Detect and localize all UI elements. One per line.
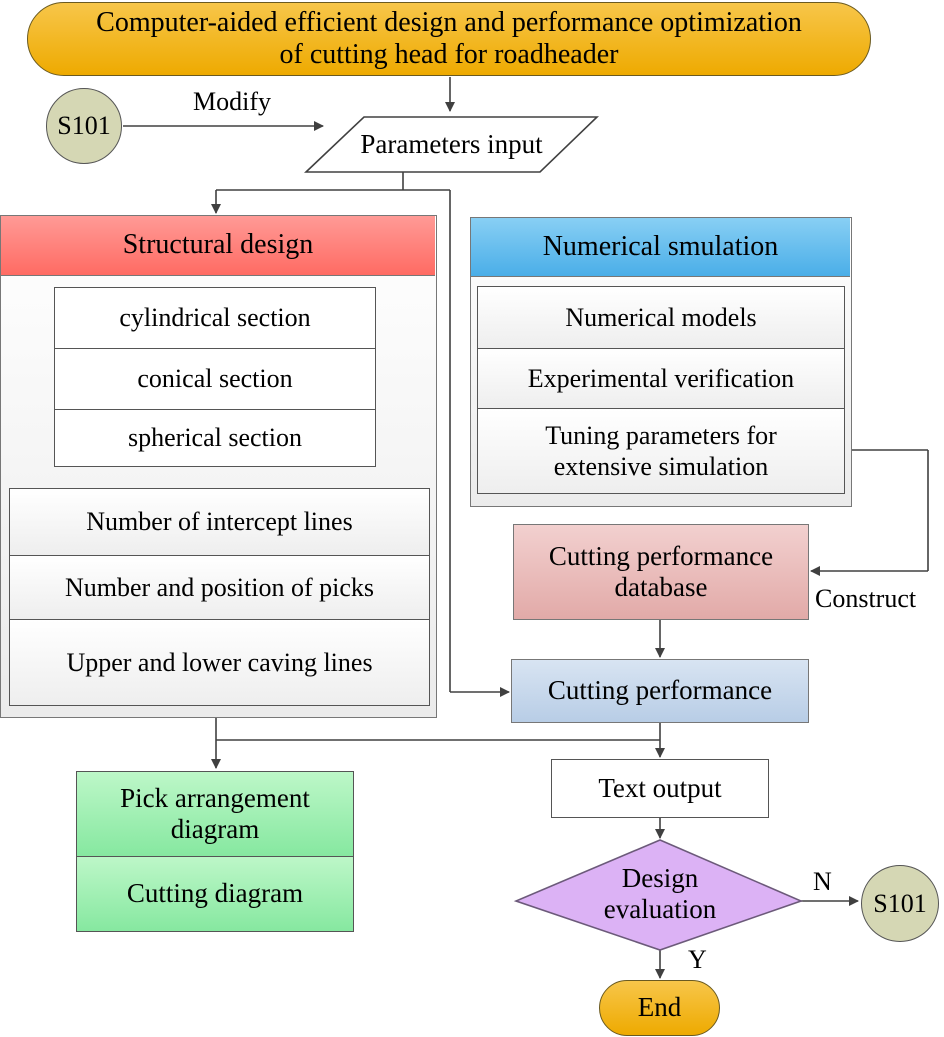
s101-start-node: S101 bbox=[46, 88, 122, 164]
picks-position-label: Number and position of picks bbox=[64, 572, 375, 602]
conical-section-label: conical section bbox=[137, 364, 293, 394]
structural-design-title: Structural design bbox=[122, 229, 314, 261]
title-terminal: Computer-aided efficient design and perf… bbox=[27, 2, 871, 76]
cutting-performance-database-node: Cutting performance database bbox=[513, 524, 809, 620]
text-output-label: Text output bbox=[598, 772, 722, 803]
experimental-verification-label: Experimental verification bbox=[527, 363, 795, 393]
picks-position-box: Number and position of picks bbox=[9, 555, 430, 620]
cutting-diagram-label: Cutting diagram bbox=[126, 878, 304, 909]
numerical-simulation-panel: Numerical smulation Numerical models Exp… bbox=[470, 217, 852, 507]
end-label: End bbox=[637, 992, 682, 1023]
experimental-verification-box: Experimental verification bbox=[477, 348, 845, 409]
pick-arrangement-diagram-label: Pick arrangement diagram bbox=[120, 782, 310, 844]
pick-arrangement-diagram-node: Pick arrangement diagram bbox=[76, 771, 354, 857]
construct-label: Construct bbox=[815, 584, 917, 613]
s101-end-node: S101 bbox=[861, 865, 939, 942]
no-label: N bbox=[813, 867, 832, 896]
design-evaluation-label: Design evaluation bbox=[603, 862, 717, 924]
spherical-section-box: spherical section bbox=[54, 409, 376, 467]
cutting-performance-database-label: Cutting performance database bbox=[548, 540, 774, 602]
s101-start-label: S101 bbox=[57, 111, 111, 141]
cutting-diagram-node: Cutting diagram bbox=[76, 856, 354, 932]
text-output-node: Text output bbox=[551, 759, 769, 818]
parameters-input-shape bbox=[303, 116, 599, 173]
end-terminal: End bbox=[599, 980, 720, 1036]
yes-label: Y bbox=[688, 945, 707, 974]
parameters-input-node: Parameters input bbox=[306, 117, 597, 172]
title-text: Computer-aided efficient design and perf… bbox=[96, 6, 802, 70]
conical-section-box: conical section bbox=[54, 348, 376, 410]
caving-lines-label: Upper and lower caving lines bbox=[66, 647, 373, 677]
caving-lines-box: Upper and lower caving lines bbox=[9, 619, 430, 706]
intercept-lines-box: Number of intercept lines bbox=[9, 488, 430, 556]
structural-design-panel: Structural design cylindrical section co… bbox=[0, 215, 437, 718]
design-evaluation-node: Design evaluation bbox=[580, 852, 740, 936]
parameters-input-label: Parameters input bbox=[360, 128, 543, 159]
tuning-parameters-box: Tuning parameters for extensive simulati… bbox=[477, 408, 845, 494]
structural-design-header: Structural design bbox=[1, 216, 435, 276]
modify-label: Modify bbox=[193, 87, 271, 116]
design-evaluation-shape bbox=[513, 839, 804, 951]
numerical-models-box: Numerical models bbox=[477, 286, 845, 349]
cutting-performance-node: Cutting performance bbox=[511, 659, 809, 723]
cylindrical-section-label: cylindrical section bbox=[119, 303, 311, 333]
spherical-section-label: spherical section bbox=[128, 423, 302, 453]
s101-end-label: S101 bbox=[873, 888, 927, 918]
cutting-performance-label: Cutting performance bbox=[547, 675, 773, 706]
numerical-models-label: Numerical models bbox=[565, 302, 757, 332]
numerical-simulation-header: Numerical smulation bbox=[471, 218, 850, 277]
intercept-lines-label: Number of intercept lines bbox=[86, 507, 353, 537]
cylindrical-section-box: cylindrical section bbox=[54, 287, 376, 349]
numerical-simulation-title: Numerical smulation bbox=[542, 230, 779, 262]
tuning-parameters-label: Tuning parameters for extensive simulati… bbox=[545, 420, 777, 481]
